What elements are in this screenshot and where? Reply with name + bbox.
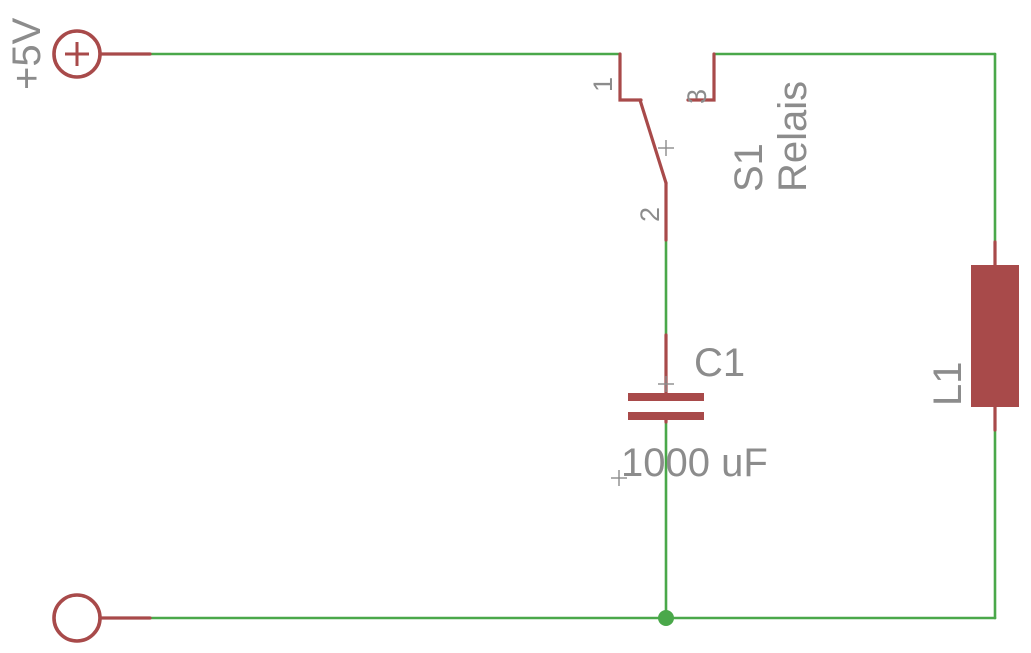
switch-lever — [638, 98, 668, 185]
switch-pin-1 — [618, 52, 643, 102]
switch-pin-1-label: 1 — [588, 77, 618, 92]
capacitor-value-label: 1000 uF — [621, 441, 768, 485]
junction-dot — [658, 610, 674, 626]
wires — [148, 52, 997, 620]
supply-label: +5V — [5, 17, 49, 90]
load-name-label: L1 — [926, 362, 970, 407]
switch-pin-3-label: 3 — [682, 89, 712, 104]
switch-pin-3 — [686, 52, 716, 102]
load-l1[interactable] — [971, 240, 1019, 432]
ground-terminal-circle — [52, 593, 102, 643]
switch-name-label: S1 — [727, 143, 771, 192]
capacitor-plate-top — [628, 393, 704, 401]
capacitor-name-label: C1 — [694, 341, 745, 385]
capacitor-c1[interactable] — [611, 333, 704, 486]
supply-terminal[interactable] — [52, 29, 152, 79]
capacitor-plate-bottom — [628, 412, 704, 420]
ground-terminal[interactable] — [52, 593, 152, 643]
switch-s1[interactable] — [618, 52, 716, 242]
load-body — [971, 265, 1019, 407]
switch-value-label: Relais — [771, 81, 815, 192]
switch-pin-2-label: 2 — [635, 207, 665, 222]
